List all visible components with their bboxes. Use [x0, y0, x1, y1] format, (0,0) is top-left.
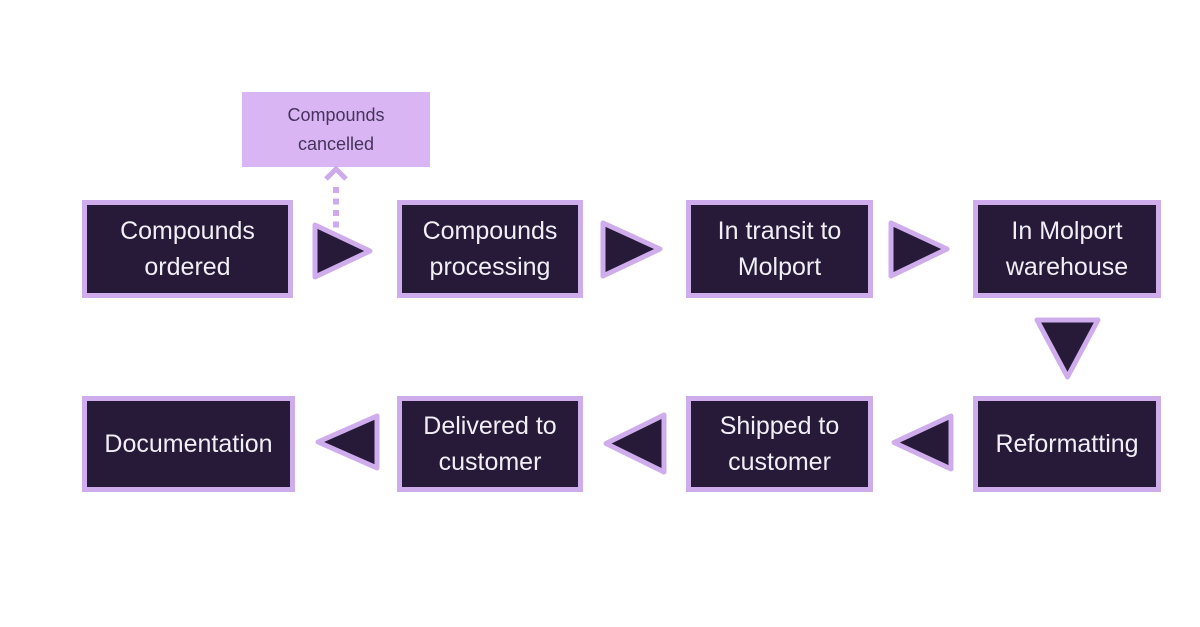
dotted-up-arrow-icon [322, 166, 350, 234]
flow-node-delivered-to-customer: Delivered to customer [397, 396, 583, 492]
arrow-right-icon [600, 218, 666, 281]
flow-node-documentation: Documentation [82, 396, 295, 492]
node-label: Compounds processing [422, 216, 558, 282]
node-label: Delivered to customer [423, 411, 557, 477]
node-label: Compounds cancelled [287, 104, 385, 154]
arrow-left-icon [312, 412, 380, 472]
arrow-right-icon [312, 220, 376, 282]
flow-node-shipped-to-customer: Shipped to customer [686, 396, 873, 492]
arrow-left-icon [600, 411, 667, 476]
flow-node-in-molport-warehouse: In Molport warehouse [973, 200, 1161, 298]
arrow-down-icon [1033, 316, 1102, 382]
arrow-left-icon [888, 412, 954, 473]
node-label: Documentation [104, 429, 273, 458]
flow-node-compounds-processing: Compounds processing [397, 200, 583, 298]
flow-node-compounds-cancelled: Compounds cancelled [242, 92, 430, 167]
node-label: In transit to Molport [717, 216, 842, 282]
flow-node-in-transit-to-molport: In transit to Molport [686, 200, 873, 298]
arrow-right-icon [888, 218, 953, 281]
node-label: Shipped to customer [719, 411, 840, 477]
flow-node-compounds-ordered: Compounds ordered [82, 200, 293, 298]
node-label: Compounds ordered [120, 216, 255, 282]
node-label: Reformatting [995, 429, 1139, 458]
flow-node-reformatting: Reformatting [973, 396, 1161, 492]
node-label: In Molport warehouse [1005, 216, 1129, 282]
